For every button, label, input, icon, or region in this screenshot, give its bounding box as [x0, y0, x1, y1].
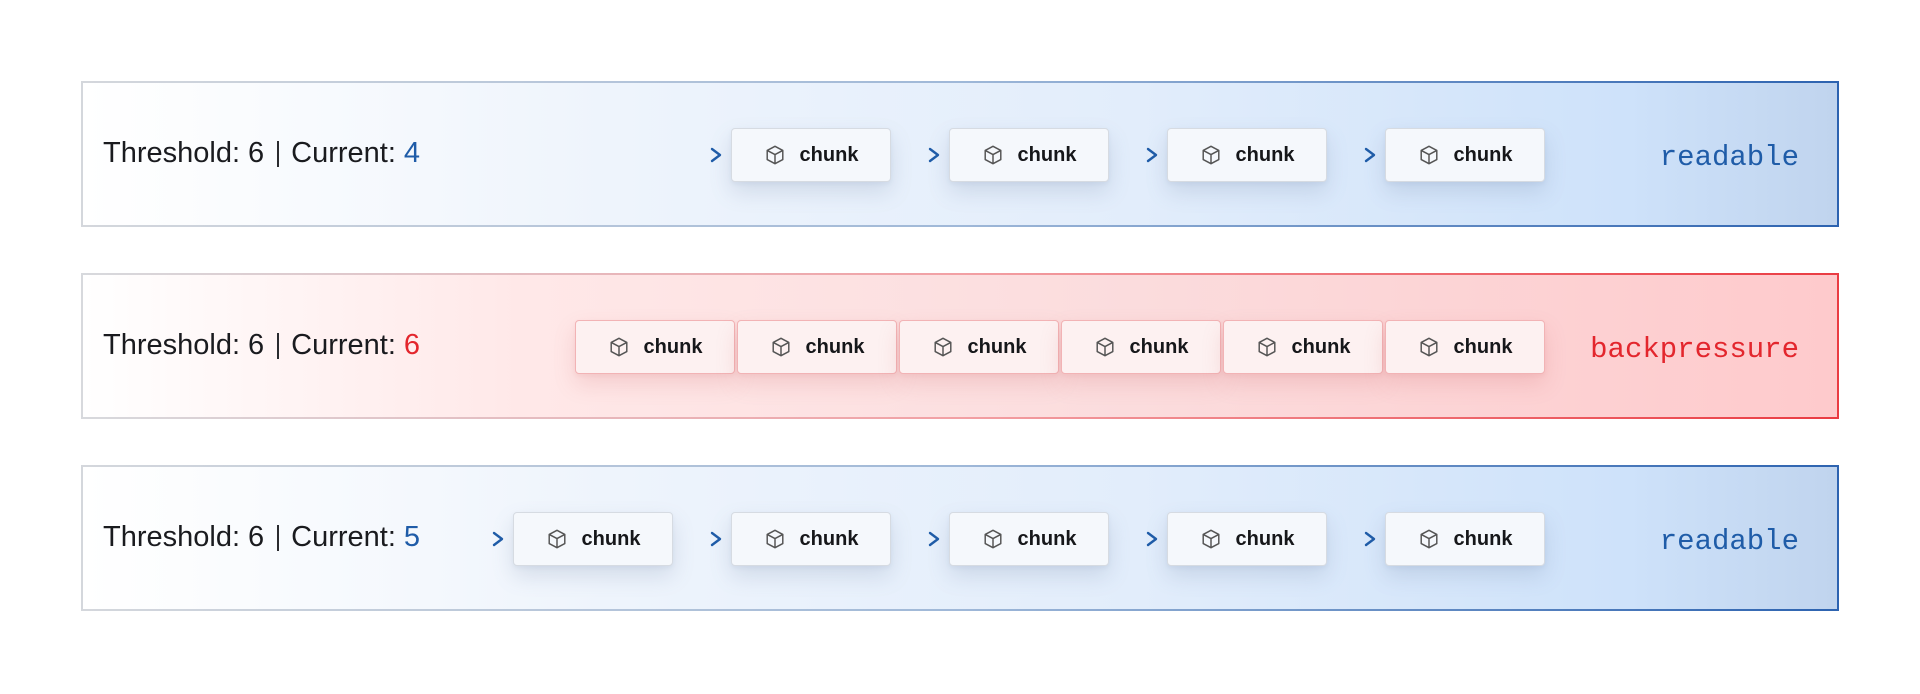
chunk-block: chunk [949, 128, 1109, 182]
chunk-label: chunk [1017, 143, 1077, 166]
arrow-right-icon [902, 147, 940, 163]
threshold-value: 6 [248, 137, 265, 169]
divider [277, 524, 280, 551]
threshold-value: 6 [248, 329, 265, 361]
chunk-label: chunk [581, 527, 641, 550]
chunk-label: chunk [799, 527, 859, 550]
arrow-right-icon [902, 531, 940, 547]
chunk-block: chunk [575, 320, 735, 374]
queue-counter: Threshold: 6 Current: 6 [103, 329, 420, 362]
cube-icon [1420, 145, 1438, 165]
queue-counter: Threshold: 6 Current: 5 [103, 521, 420, 554]
state-label: readable [1659, 525, 1799, 558]
cube-icon [766, 145, 784, 165]
queue-row-3: Threshold: 6 Current: 5 readable chunk ch… [81, 465, 1839, 611]
cube-icon [1096, 337, 1114, 357]
current-label: Current: [291, 329, 396, 361]
arrow-right-icon [1120, 147, 1158, 163]
chunk-block: chunk [1061, 320, 1221, 374]
chunk-block: chunk [1385, 128, 1545, 182]
chunk-label: chunk [1453, 335, 1513, 358]
chunk-label: chunk [1291, 335, 1351, 358]
state-label: backpressure [1590, 333, 1799, 366]
threshold-value: 6 [248, 521, 265, 553]
chunk-label: chunk [1235, 143, 1295, 166]
threshold-label: Threshold: [103, 329, 241, 361]
cube-icon [1420, 529, 1438, 549]
chunk-block: chunk [731, 512, 891, 566]
arrow-right-icon [1338, 147, 1376, 163]
state-label: readable [1659, 141, 1799, 174]
chunk-label: chunk [805, 335, 865, 358]
threshold-label: Threshold: [103, 521, 241, 553]
chunk-label: chunk [1129, 335, 1189, 358]
cube-icon [934, 337, 952, 357]
current-value: 6 [403, 329, 421, 361]
chunk-label: chunk [967, 335, 1027, 358]
queue-row-1: Threshold: 6 Current: 4 readable chunk ch… [81, 81, 1839, 227]
arrow-right-icon [1120, 531, 1158, 547]
chunk-label: chunk [799, 143, 859, 166]
chunk-label: chunk [1235, 527, 1295, 550]
current-label: Current: [291, 137, 396, 169]
cube-icon [1258, 337, 1276, 357]
cube-icon [1202, 529, 1220, 549]
cube-icon [1420, 337, 1438, 357]
chunk-block: chunk [1385, 320, 1545, 374]
cube-icon [772, 337, 790, 357]
chunk-block: chunk [1167, 512, 1327, 566]
divider [277, 332, 280, 359]
chunk-block: chunk [899, 320, 1059, 374]
chunk-block: chunk [513, 512, 673, 566]
cube-icon [1202, 145, 1220, 165]
chunk-label: chunk [1453, 143, 1513, 166]
arrow-right-icon [684, 147, 722, 163]
threshold-label: Threshold: [103, 137, 241, 169]
chunk-label: chunk [1453, 527, 1513, 550]
chunk-block: chunk [737, 320, 897, 374]
current-label: Current: [291, 521, 396, 553]
queue-counter: Threshold: 6 Current: 4 [103, 137, 420, 170]
cube-icon [610, 337, 628, 357]
divider [277, 140, 280, 167]
chunk-block: chunk [1223, 320, 1383, 374]
cube-icon [548, 529, 566, 549]
arrow-right-icon [466, 531, 504, 547]
chunk-block: chunk [1385, 512, 1545, 566]
cube-icon [766, 529, 784, 549]
chunk-block: chunk [949, 512, 1109, 566]
current-value: 5 [403, 521, 421, 553]
chunk-block: chunk [1167, 128, 1327, 182]
current-value: 4 [403, 137, 421, 169]
arrow-right-icon [1338, 531, 1376, 547]
chunk-label: chunk [1017, 527, 1077, 550]
chunk-label: chunk [643, 335, 703, 358]
queue-row-2: Threshold: 6 Current: 6 backpressure chu… [81, 273, 1839, 419]
cube-icon [984, 529, 1002, 549]
arrow-right-icon [684, 531, 722, 547]
chunk-block: chunk [731, 128, 891, 182]
cube-icon [984, 145, 1002, 165]
